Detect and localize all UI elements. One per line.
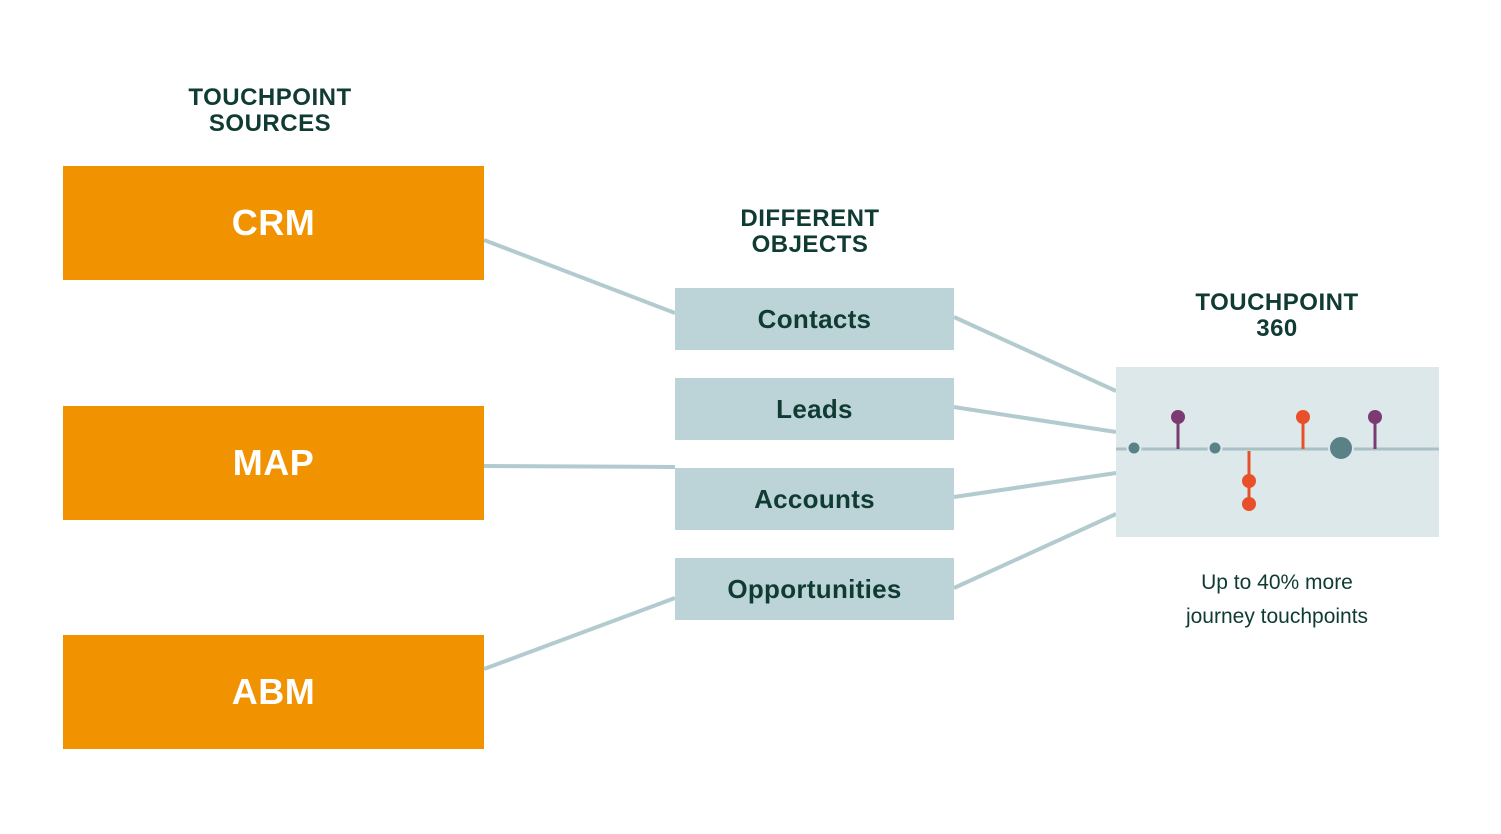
timeline-pin-orange [1296,410,1310,424]
connector-abm-opportunities [483,596,676,671]
source-abm: ABM [63,635,484,749]
connector-leads-360 [953,405,1117,434]
timeline-pin-orange [1242,497,1256,511]
object-opportunities: Opportunities [675,558,954,620]
touchpoint-360-timeline-panel [1116,367,1439,537]
timeline-dot-small [1207,440,1223,456]
timeline-pin-orange [1242,474,1256,488]
touchpoint-360-heading: TOUCHPOINT 360 [1195,289,1359,342]
source-map: MAP [63,406,484,520]
connector-contacts-360 [953,315,1117,393]
object-contacts: Contacts [675,288,954,350]
connector-map-accounts [483,464,676,469]
source-crm: CRM [63,166,484,280]
connector-opportunities-360 [953,512,1117,590]
touchpoint-sources-heading: TOUCHPOINT SOURCES [188,84,352,137]
timeline-graphic [1116,410,1439,511]
timeline-dot-small [1126,440,1142,456]
different-objects-heading: DIFFERENT OBJECTS [740,205,880,258]
touchpoint-360-caption: Up to 40% more journey touchpoints [1185,571,1369,628]
connector-crm-contacts [483,238,676,315]
connector-accounts-360 [953,471,1117,499]
timeline-pin-purple [1171,410,1185,424]
timeline-pin-purple [1368,410,1382,424]
object-leads: Leads [675,378,954,440]
timeline-dot-large [1328,435,1354,461]
object-accounts: Accounts [675,468,954,530]
